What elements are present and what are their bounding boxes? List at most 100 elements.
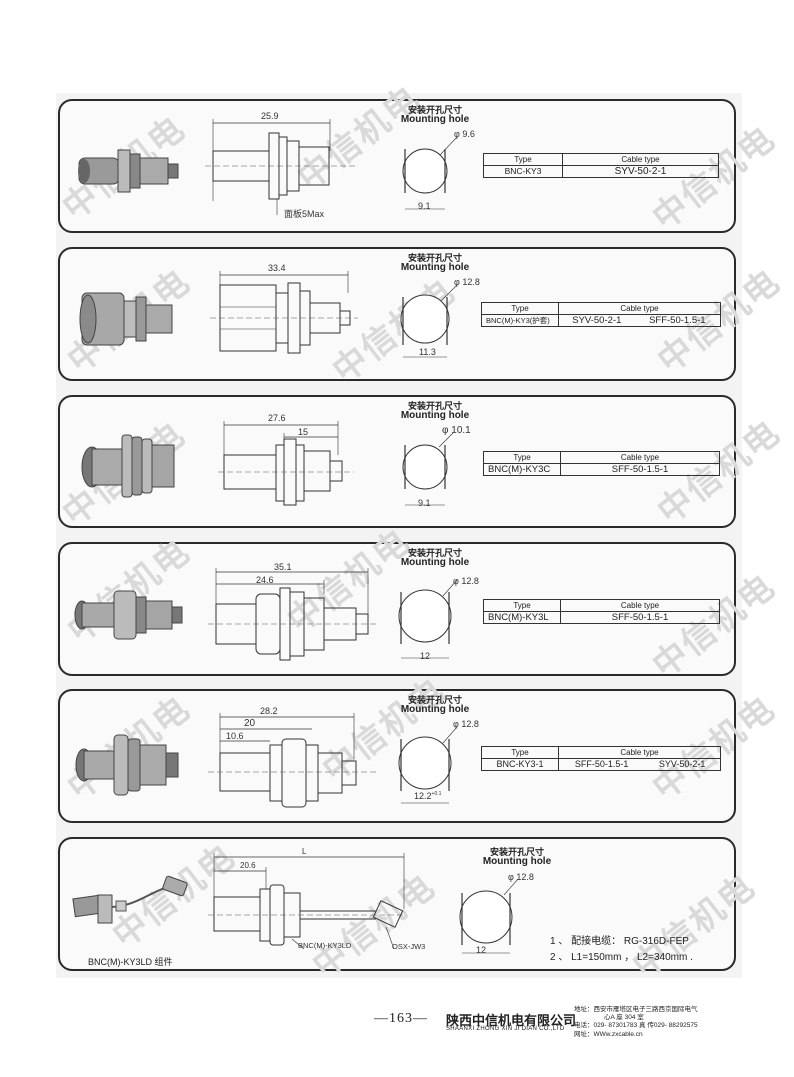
- address-line: 地址：西安市雁塔区电子三路西京国际电气: [574, 1006, 698, 1013]
- type-value: BNC(M)-KY3(护套): [481, 314, 559, 327]
- catalog-sheet: [56, 93, 742, 978]
- dimension-drawing: [208, 853, 405, 950]
- hole-width: 12: [476, 945, 487, 955]
- assembly-photo: [72, 875, 188, 924]
- cable-value: SFF-50-1.5-1: [558, 758, 645, 771]
- connector-photo: [79, 292, 173, 346]
- type-header: Type: [483, 153, 563, 166]
- product-card-1: 中信机电 中信机电 中信机电 25.9 面板5Max 安装开孔尺寸Mountin…: [55, 78, 783, 238]
- website-line: 网址：WWw.zxcable.cn: [574, 1030, 643, 1038]
- connector-photo: [81, 434, 175, 498]
- hole-tolerance: +0.1: [431, 791, 442, 797]
- connector-photo: [74, 590, 183, 640]
- page-footer: —163— 陕西中信机电有限公司 SHAANXI ZHONG XIN JI DI…: [0, 1004, 794, 1044]
- mounting-hole-drawing: [459, 878, 519, 954]
- cable-value: SYV-50-2-1: [644, 758, 722, 771]
- part-label: BNC(M)-KY3LD: [298, 941, 352, 950]
- type-value: BNC(M)-KY3L: [483, 611, 561, 624]
- hole-diameter: φ 12.8: [454, 277, 480, 287]
- cable-header: Cable type: [562, 153, 719, 166]
- hole-diameter: φ 12.8: [508, 872, 534, 882]
- hole-diameter: φ 12.8: [453, 719, 479, 729]
- hole-diameter: φ 9.6: [454, 129, 475, 139]
- cable-value: SYV-50-2-1: [562, 165, 719, 178]
- part-label: OSX-JW3: [392, 942, 426, 951]
- product-card-5: 中信机电 中信机电 中信机电 28.2 20 10.6 安装开孔尺寸Mounti…: [58, 670, 783, 823]
- dimension-label: 10.6: [226, 731, 244, 741]
- connector-photo: [75, 734, 179, 796]
- note-line: 1 、 配接电缆： RG-316D-FEP: [550, 936, 689, 947]
- hole-width-value: 12.2: [414, 791, 432, 801]
- company-name-en: SHAANXI ZHONG XIN JI DIAN CO.,LTD: [446, 1026, 565, 1032]
- mounting-hole-drawing: [400, 284, 458, 358]
- hole-width: 9.1: [418, 498, 431, 508]
- cable-header: Cable type: [558, 302, 721, 315]
- dimension-label: 28.2: [260, 706, 278, 716]
- dimension-drawing: [218, 421, 354, 506]
- assembly-caption: BNC(M)-KY3LD 组件: [88, 957, 173, 967]
- product-card-6: 中信机电 中信机电 中信机电 BNC(M)-KY3LD 组件 20.6 L BN…: [58, 836, 763, 986]
- type-header: Type: [483, 451, 561, 464]
- dimension-label: 27.6: [268, 413, 286, 423]
- page-number: —163—: [374, 1011, 428, 1026]
- mounting-hole-drawing: [402, 136, 458, 210]
- type-header: Type: [481, 746, 559, 759]
- cable-value: SFF-50-1.5-1: [560, 611, 720, 624]
- hole-diameter: φ 12.8: [453, 576, 479, 586]
- cable-value: SFF-50-1.5-1: [560, 463, 720, 476]
- dimension-label: 24.6: [256, 575, 274, 585]
- hole-diameter: φ 10.1: [442, 425, 471, 436]
- hole-width: 9.1: [418, 201, 431, 211]
- company-name: 陕西中信机电有限公司: [446, 1013, 577, 1028]
- note-line: 2 、 L1=150mm ， L2=340mm .: [550, 952, 693, 963]
- watermark: 中信机电: [625, 866, 764, 987]
- dimension-drawing: [210, 271, 358, 354]
- type-header: Type: [483, 599, 561, 612]
- dimension-label: 35.1: [274, 562, 292, 572]
- dimension-label: 15: [298, 427, 309, 437]
- type-value: BNC(M)-KY3C: [483, 463, 561, 476]
- phone-line: 电话：029- 87301783 真 传029- 88292575: [574, 1022, 698, 1030]
- type-header: Type: [481, 302, 559, 315]
- hole-width: 12.2+0.1: [414, 791, 441, 801]
- hole-width: 12: [420, 651, 431, 661]
- cable-header: Cable type: [560, 599, 720, 612]
- hole-width: 11.3: [419, 347, 436, 357]
- dimension-drawing: [208, 568, 376, 661]
- cable-header: Cable type: [560, 451, 720, 464]
- cable-header: Cable type: [558, 746, 721, 759]
- type-value: BNC-KY3: [483, 165, 563, 178]
- assembly-notes: 1 、 配接电缆： RG-316D-FEP 2 、 L1=150mm ， L2=…: [550, 934, 693, 966]
- dimension-label: 33.4: [268, 263, 286, 273]
- type-value: BNC-KY3-1: [481, 758, 559, 771]
- dimension-label: 25.9: [261, 111, 279, 121]
- contact-info: 地址：西安市雁塔区电子三路西京国际电气 心A 座 304 室 电话：029- 8…: [574, 1006, 698, 1039]
- dimension-label: L: [302, 847, 307, 856]
- dimension-label: 20.6: [240, 861, 256, 870]
- dimension-label: 20: [244, 718, 256, 729]
- address-line: 心A 座 304 室: [604, 1014, 644, 1022]
- panel-note: 面板5Max: [284, 209, 325, 219]
- connector-photo: [78, 149, 179, 193]
- mounting-hole-drawing: [398, 726, 458, 804]
- product-card-4: 中信机电 中信机电 中信机电 35.1 24.6 安装开孔尺寸Mounting …: [58, 521, 783, 686]
- cable-value: SYV-50-2-1: [557, 314, 635, 327]
- mounting-hole-drawing: [398, 579, 458, 659]
- mounting-hole-drawing: [402, 432, 454, 506]
- dimension-drawing: [208, 713, 376, 808]
- cable-value: SFF-50-1.5-1: [634, 314, 721, 327]
- dimension-drawing: [205, 119, 355, 215]
